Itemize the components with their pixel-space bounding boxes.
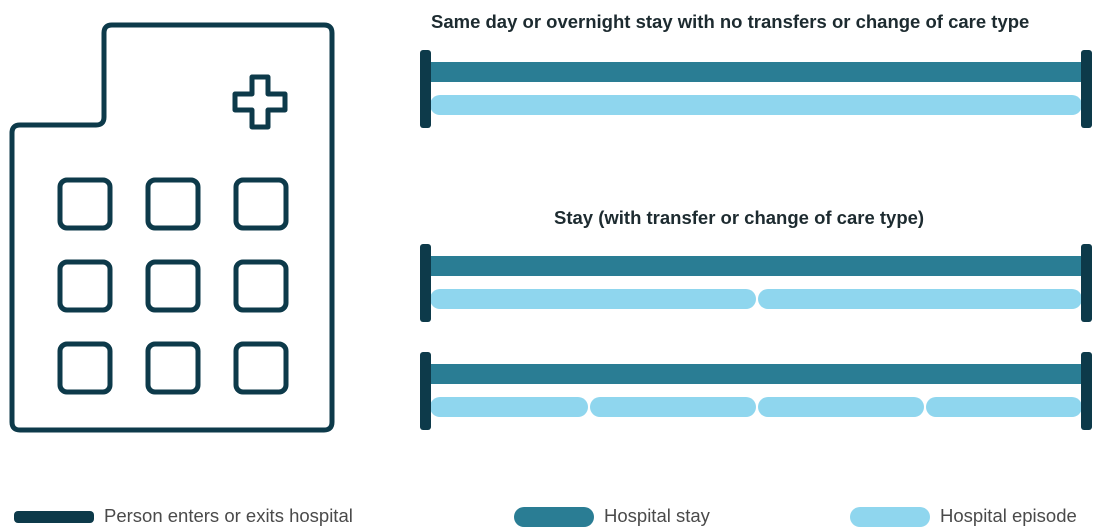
scenario-1-title: Same day or overnight stay with no trans… [431, 11, 1030, 32]
hospital-episode-bar [430, 289, 756, 309]
enter-marker [420, 244, 431, 322]
cross-icon [232, 74, 288, 130]
hospital-episode-bar [758, 397, 924, 417]
hospital-stay-bar [424, 256, 1086, 276]
timeline-transfer-two-episodes [420, 244, 1092, 322]
legend-swatch-enter-exit [14, 511, 94, 523]
hospital-stay-bar [424, 62, 1086, 82]
enter-marker [420, 50, 431, 128]
exit-marker [1081, 352, 1092, 430]
hospital-episode-bar [430, 95, 1082, 115]
legend-swatch-stay [514, 507, 594, 527]
timeline-same-day [420, 50, 1092, 128]
hospital-episode-bar [430, 397, 588, 417]
hospital-building-icon [9, 22, 335, 433]
scenario-2-title: Stay (with transfer or change of care ty… [554, 207, 925, 228]
hospital-episode-bar [758, 289, 1082, 309]
exit-marker [1081, 50, 1092, 128]
legend-swatch-episode [850, 507, 930, 527]
exit-marker [1081, 244, 1092, 322]
timeline-transfer-four-episodes [420, 352, 1092, 430]
enter-marker [420, 352, 431, 430]
hospital-episode-bar [926, 397, 1082, 417]
hospital-episode-bar [590, 397, 756, 417]
hospital-stay-bar [424, 364, 1086, 384]
legend-label-enter-exit: Person enters or exits hospital [104, 505, 353, 526]
legend-label-stay: Hospital stay [604, 505, 710, 526]
legend-label-episode: Hospital episode [940, 505, 1077, 526]
